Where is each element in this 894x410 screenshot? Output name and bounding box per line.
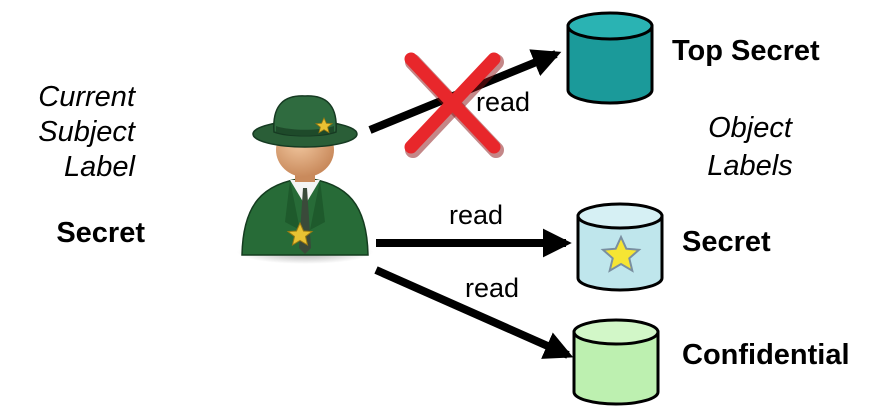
- subject-heading-line-1: Current: [38, 81, 137, 113]
- badge-star-icon: [286, 221, 314, 247]
- sheriff-user-icon: [237, 95, 373, 264]
- object-label-confidential: Confidential: [682, 339, 850, 371]
- read-arrow-confidential: [374, 266, 574, 359]
- edge-label-top-secret: read: [476, 87, 530, 117]
- secret-star-icon: [600, 234, 642, 273]
- edge-label-secret: read: [449, 200, 503, 230]
- object-labels-line-2: Labels: [707, 150, 792, 182]
- denied-x-icon: [404, 52, 504, 158]
- hat-badge-star-icon: [314, 117, 334, 134]
- object-labels-line-1: Object: [708, 112, 794, 144]
- subject-heading-line-2: Subject: [38, 116, 137, 148]
- object-label-top-secret: Top Secret: [672, 35, 820, 67]
- subject-level-label: Secret: [56, 217, 145, 249]
- edge-label-confidential: read: [465, 273, 519, 303]
- object-label-secret: Secret: [682, 226, 771, 258]
- database-cylinder-star-icon: [576, 202, 664, 292]
- subject-heading-line-3: Label: [64, 151, 137, 183]
- database-cylinder-top-secret: [566, 11, 654, 105]
- database-cylinder-confidential: [572, 318, 660, 406]
